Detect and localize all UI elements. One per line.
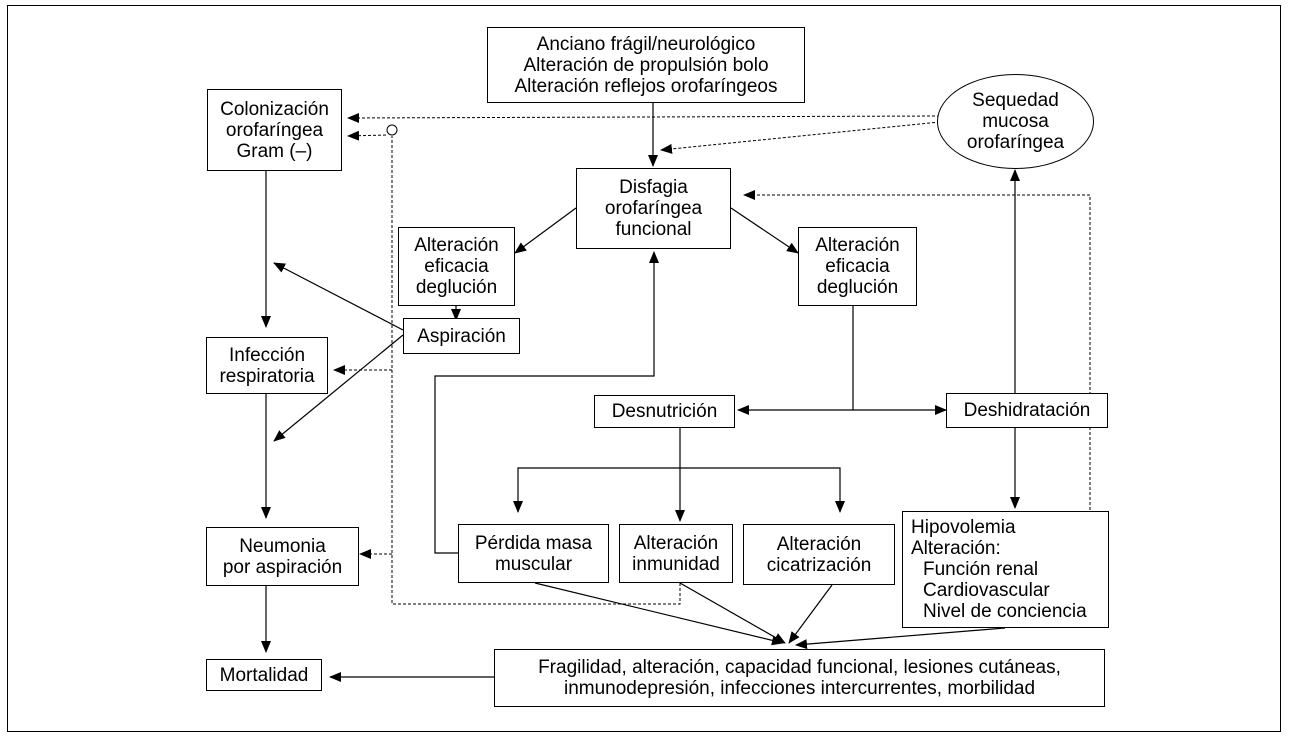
node-eficacia-right-line: eficacia [825, 256, 890, 277]
arrow-aspiracion-colonizacion [273, 262, 404, 331]
node-colonizacion-line: Gram (–) [236, 140, 313, 162]
arrow-disfagia-eficacia-left [514, 207, 577, 254]
node-perdida-line: Pérdida masa [474, 532, 593, 554]
node-perdida-line: muscular [494, 553, 573, 575]
node-infeccion: Infección respiratoria [206, 337, 328, 394]
arrow-perdida-disfagia [434, 251, 659, 554]
node-fragilidad: Fragilidad, alteración, capacidad funcio… [494, 649, 1105, 707]
node-sequedad-line: Sequedad [972, 90, 1059, 111]
arrow-aspiracion-neumonia [273, 334, 404, 442]
dashed-arrow-hipovolemia-disfagia [743, 190, 1091, 520]
node-aspiracion: Aspiración [403, 318, 520, 354]
node-desnutricion: Desnutrición [594, 395, 735, 428]
node-hipovolemia: Hipovolemia Alteración: Función renal Ca… [902, 511, 1109, 628]
node-fragilidad-line: Fragilidad, alteración, capacidad funcio… [538, 657, 1061, 678]
node-infeccion-line: Infección [228, 344, 306, 366]
node-eficacia-left-line: deglución [415, 277, 498, 298]
loop-junction-circle [386, 124, 398, 136]
node-eficacia-right: Alteración eficacia deglución [798, 227, 917, 306]
node-eficacia-left-line: eficacia [424, 256, 489, 277]
node-disfagia-line: orofaríngea [604, 198, 703, 219]
arrow-desnutricion-cicatrizacion [680, 467, 845, 513]
node-anciano-line: Anciano frágil/neurológico [536, 33, 756, 55]
node-disfagia-line: Disfagia [619, 177, 688, 198]
node-infeccion-line: respiratoria [219, 365, 315, 387]
node-eficacia-right-line: Alteración [815, 235, 900, 256]
node-disfagia: Disfagia orofaríngea funcional [576, 168, 731, 249]
node-mortalidad-label: Mortalidad [219, 664, 309, 686]
arrow-cicatrizacion-fragilidad [788, 584, 833, 644]
node-deshidratacion: Deshidratación [946, 393, 1108, 428]
node-sequedad-line: mucosa [982, 111, 1049, 132]
dashed-arrow-loop-colonizacion [347, 130, 387, 141]
node-neumonia-line: Neumonia [239, 535, 326, 557]
node-inmunidad: Alteración inmunidad [619, 524, 733, 583]
node-hipovolemia-line: Alteración: [911, 538, 1001, 559]
node-eficacia-left-line: Alteración [414, 235, 499, 256]
node-disfagia-line: funcional [615, 219, 692, 240]
node-cicatrizacion: Alteración cicatrización [743, 524, 895, 585]
node-anciano: Anciano frágil/neurológico Alteración de… [487, 27, 805, 103]
arrow-inmunidad-fragilidad [679, 582, 786, 644]
arrow-disfagia-eficacia-right [730, 207, 799, 254]
arrow-perdida-fragilidad [534, 582, 784, 646]
node-colonizacion-line: Colonización [220, 98, 329, 120]
arrow-hipovolemia-fragilidad [795, 627, 1006, 650]
diagram-frame [7, 5, 1281, 732]
arrow-desnutricion-perdida [513, 467, 680, 513]
node-anciano-line: Alteración de propulsión bolo [523, 54, 769, 76]
node-cicatrizacion-line: cicatrización [766, 554, 872, 576]
node-fragilidad-line: inmunodepresión, infecciones intercurren… [563, 678, 1036, 699]
node-inmunidad-line: Alteración [633, 532, 719, 554]
dashed-arrow-sequedad-disfagia [660, 121, 941, 154]
node-neumonia-line: por aspiración [222, 556, 343, 578]
node-eficacia-left: Alteración eficacia deglución [398, 227, 515, 306]
node-eficacia-right-line: deglución [816, 277, 899, 298]
node-inmunidad-line: inmunidad [632, 553, 720, 575]
node-sequedad: Sequedad mucosa orofaríngea [937, 74, 1094, 169]
node-neumonia: Neumonia por aspiración [206, 527, 359, 586]
dashed-arrow-sequedad-colonizacion [347, 112, 941, 123]
node-hipovolemia-line: Nivel de conciencia [923, 601, 1087, 622]
node-anciano-line: Alteración reflejos orofaríngeos [514, 75, 778, 97]
node-hipovolemia-line: Hipovolemia [911, 517, 1016, 538]
node-desnutricion-label: Desnutrición [611, 401, 718, 422]
node-aspiracion-label: Aspiración [417, 325, 506, 347]
dashed-line-inmunidad-loop [391, 136, 681, 605]
node-sequedad-line: orofaríngea [966, 132, 1065, 153]
node-colonizacion-line: orofaríngea [225, 119, 324, 141]
node-hipovolemia-line: Cardiovascular [923, 580, 1050, 601]
node-cicatrizacion-line: Alteración [776, 533, 862, 555]
node-deshidratacion-label: Deshidratación [963, 400, 1091, 421]
node-perdida: Pérdida masa muscular [458, 524, 609, 583]
node-colonizacion: Colonización orofaríngea Gram (–) [207, 89, 342, 171]
node-mortalidad: Mortalidad [206, 659, 322, 691]
node-hipovolemia-line: Función renal [923, 559, 1039, 580]
